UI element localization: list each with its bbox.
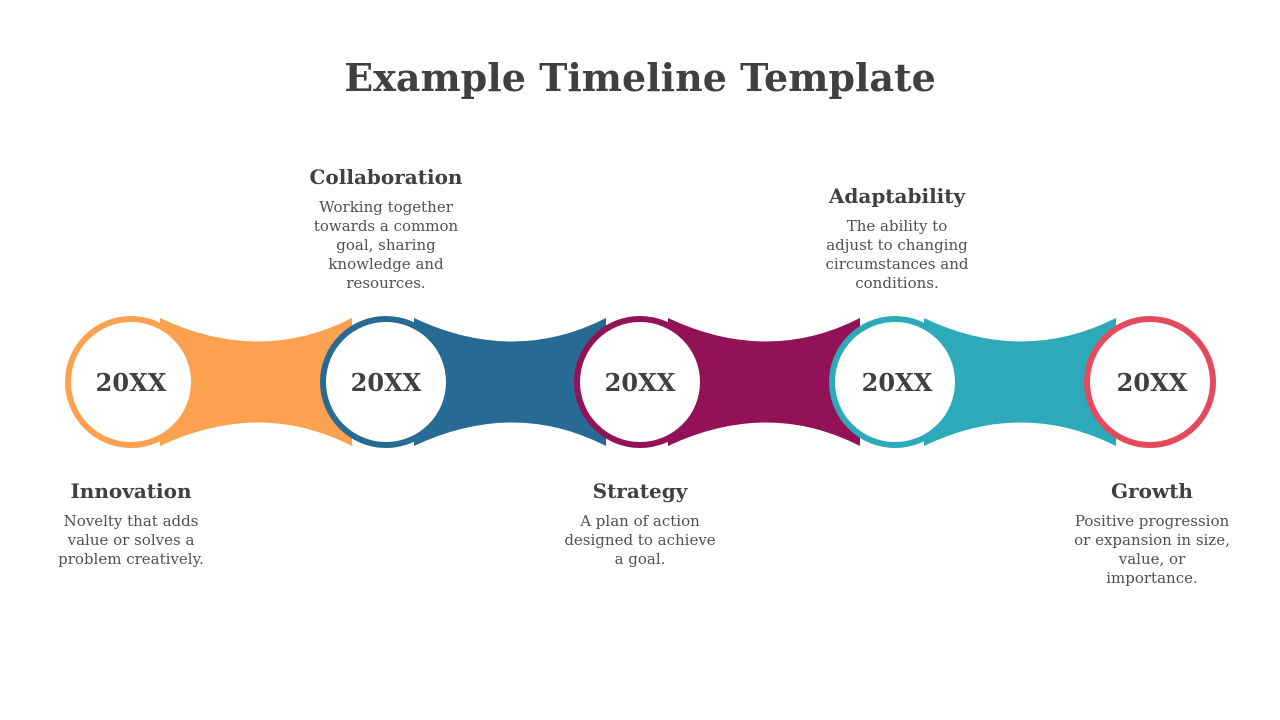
milestone-text-collaboration: Collaboration Working together towards a…	[291, 164, 481, 293]
milestone-heading: Growth	[1111, 479, 1193, 503]
milestone-node-1: 20XX	[65, 316, 197, 448]
milestone-description: Positive progression or expansion in siz…	[1074, 512, 1230, 587]
milestone-text-innovation: Innovation Novelty that adds value or so…	[36, 478, 226, 569]
node-inner-4	[835, 322, 955, 442]
milestone-description: Novelty that adds value or solves a prob…	[58, 512, 204, 568]
milestone-description: A plan of action designed to achieve a g…	[564, 512, 716, 568]
node-year-3: 20XX	[605, 368, 676, 397]
connector-1	[160, 318, 352, 446]
milestone-description: The ability to adjust to changing circum…	[825, 217, 969, 292]
node-inner-5	[1090, 322, 1210, 442]
milestone-text-adaptability: Adaptability The ability to adjust to ch…	[802, 183, 992, 293]
milestone-node-5: 20XX	[1084, 316, 1216, 448]
node-year-2: 20XX	[351, 368, 422, 397]
milestone-node-4: 20XX	[829, 316, 961, 448]
milestone-heading: Strategy	[592, 479, 688, 503]
node-year-1: 20XX	[96, 368, 167, 397]
connector-4	[924, 318, 1116, 446]
connector-2	[414, 318, 606, 446]
milestone-node-3: 20XX	[574, 316, 706, 448]
node-year-5: 20XX	[1117, 368, 1188, 397]
node-inner-1	[71, 322, 191, 442]
node-year-4: 20XX	[862, 368, 933, 397]
milestone-heading: Innovation	[70, 479, 192, 503]
page-title: Example Timeline Template	[344, 55, 936, 100]
node-inner-2	[326, 322, 446, 442]
milestone-text-strategy: Strategy A plan of action designed to ac…	[545, 478, 735, 569]
milestone-heading: Collaboration	[309, 165, 463, 189]
milestone-text-growth: Growth Positive progression or expansion…	[1057, 478, 1247, 588]
node-inner-3	[580, 322, 700, 442]
milestone-heading: Adaptability	[828, 184, 966, 208]
milestone-description: Working together towards a common goal, …	[313, 198, 459, 292]
connector-3	[668, 318, 860, 446]
milestone-node-2: 20XX	[320, 316, 452, 448]
